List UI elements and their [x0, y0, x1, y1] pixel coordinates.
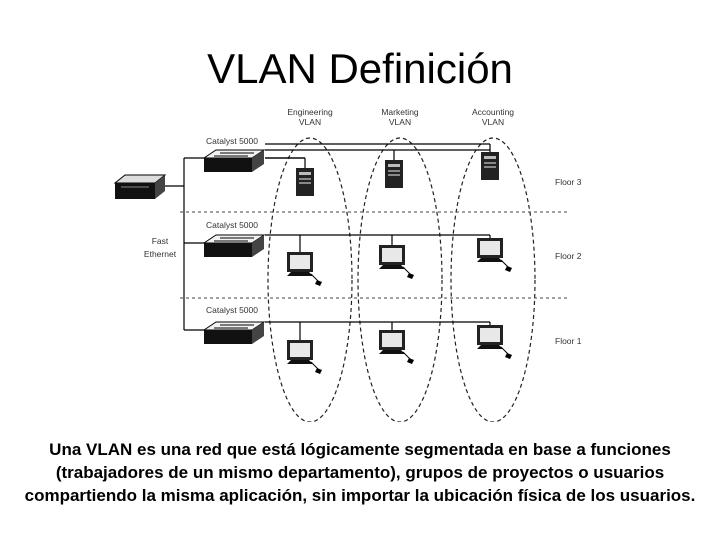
workstation-icon	[286, 251, 323, 287]
backbone-label: Ethernet	[144, 249, 177, 259]
accounting-vlan-boundary	[450, 137, 536, 422]
switch-label: Catalyst 5000	[206, 305, 258, 315]
marketing-vlan-boundary	[357, 137, 443, 422]
switch-icon	[203, 321, 265, 345]
engineering-vlan-boundary	[267, 137, 353, 422]
vlan-label: Marketing	[381, 107, 419, 117]
server-icon	[385, 160, 403, 188]
switch-icon	[203, 149, 265, 173]
router-icon	[113, 174, 167, 199]
vlan-label: VLAN	[389, 117, 411, 127]
switch-label: Catalyst 5000	[206, 136, 258, 146]
workstation-icon	[476, 324, 513, 360]
switch-icon	[203, 234, 265, 258]
workstation-icon	[286, 339, 323, 375]
vlan-label: VLAN	[299, 117, 321, 127]
server-icon	[296, 168, 314, 196]
floor-label: Floor 3	[555, 177, 582, 187]
backbone-label: Fast	[152, 236, 169, 246]
vlan-label: VLAN	[482, 117, 504, 127]
workstation-icon	[476, 237, 513, 273]
vlan-network-diagram: Engineering VLAN Marketing VLAN Accounti…	[113, 107, 582, 422]
workstation-icon	[378, 329, 415, 365]
floor-label: Floor 2	[555, 251, 582, 261]
vlan-diagram: Engineering VLAN Marketing VLAN Accounti…	[100, 100, 615, 422]
floor-label: Floor 1	[555, 336, 582, 346]
workstation-icon	[378, 244, 415, 280]
slide-caption: Una VLAN es una red que está lógicamente…	[24, 440, 696, 505]
vlan-label: Engineering	[287, 107, 333, 117]
switch-label: Catalyst 5000	[206, 220, 258, 230]
slide-title: VLAN Definición	[207, 45, 513, 92]
server-icon	[481, 152, 499, 180]
vlan-label: Accounting	[472, 107, 514, 117]
